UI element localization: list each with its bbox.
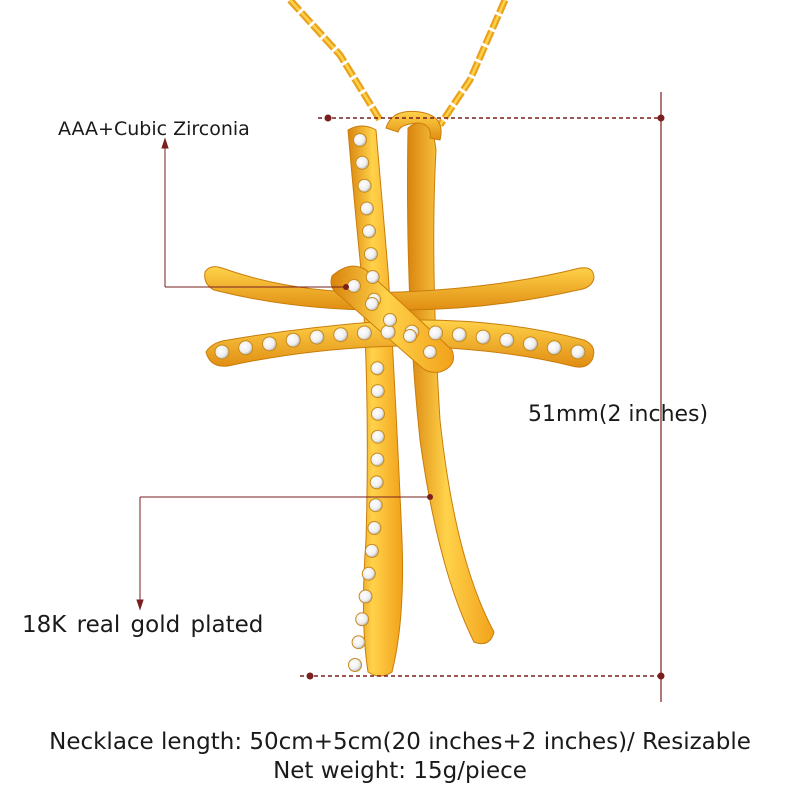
zirconia-stone xyxy=(348,658,362,672)
zirconia-stone xyxy=(364,543,379,558)
zirconia-stone xyxy=(285,332,301,348)
zirconia-stone xyxy=(383,313,397,327)
guide-lines xyxy=(136,92,665,702)
dimension-label: 51mm(2 inches) xyxy=(528,402,709,427)
zirconia-stone xyxy=(355,612,370,627)
plating-label: 18K real gold plated xyxy=(22,612,264,638)
zirconia-stone xyxy=(451,327,467,343)
zirconia-stone xyxy=(423,345,437,359)
net-weight-text: Net weight: 15g/piece xyxy=(273,758,527,784)
zirconia-stone xyxy=(369,475,384,490)
zirconia-stone xyxy=(214,344,230,360)
zirconia-stone xyxy=(363,247,378,262)
zirconia-stone xyxy=(262,336,277,352)
zirconia-stone xyxy=(368,498,383,513)
zirconia-stone xyxy=(358,589,373,604)
zirconia-stone xyxy=(356,325,372,341)
cross-plain-vertical xyxy=(407,121,495,645)
zirconia-stone xyxy=(355,155,370,170)
zirconia-stone xyxy=(361,566,376,581)
product-specs: Necklace length: 50cm+5cm(20 inches+2 in… xyxy=(0,728,800,786)
zirconia-stone xyxy=(309,329,325,345)
cross-jeweled-vertical xyxy=(347,125,404,677)
zirconia-stone xyxy=(380,324,396,340)
zirconia-stone xyxy=(359,201,374,216)
zirconia-stone xyxy=(523,336,538,352)
zirconia-stone xyxy=(570,344,586,360)
zirconia-stone xyxy=(365,297,379,311)
bail xyxy=(385,110,442,141)
zirconia-stone xyxy=(351,635,366,650)
cubic-zirconia-stones xyxy=(214,133,586,672)
zirconia-stone xyxy=(347,279,361,293)
zirconia-stone xyxy=(370,452,385,467)
zirconia-stone xyxy=(365,270,380,284)
zirconia-stone xyxy=(428,325,444,341)
zirconia-stone xyxy=(357,178,372,193)
zirconia-stone xyxy=(333,327,349,343)
zirconia-stone xyxy=(370,361,385,376)
material-label: AAA+Cubic Zirconia xyxy=(58,118,250,140)
zirconia-stone xyxy=(370,429,385,444)
zirconia-stone xyxy=(403,329,417,343)
zirconia-stone xyxy=(362,224,376,239)
zirconia-stone xyxy=(546,340,562,356)
zirconia-stone xyxy=(475,329,491,345)
zirconia-stone xyxy=(238,340,254,356)
zirconia-stone xyxy=(367,521,382,535)
zirconia-stone xyxy=(370,384,385,399)
zirconia-stone xyxy=(353,133,367,147)
zirconia-stone xyxy=(371,406,385,421)
zirconia-stone xyxy=(499,332,515,348)
necklace-length-text: Necklace length: 50cm+5cm(20 inches+2 in… xyxy=(49,729,751,755)
chain xyxy=(287,0,509,127)
